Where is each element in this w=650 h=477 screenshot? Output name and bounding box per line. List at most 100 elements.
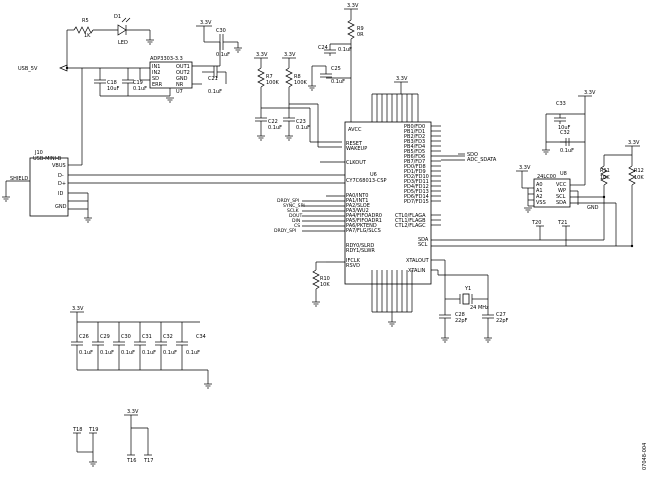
adp-out2: OUT2: [176, 70, 190, 76]
clkout-pin: CLKOUT: [346, 160, 367, 166]
capacitor-c24: C24 0.1uF: [318, 44, 352, 56]
v33-u6-label: 3.3V: [396, 76, 408, 82]
chip-u8: 24LC00 U8 A0 A1 A2 VSS VCC WP SCL SDA: [533, 171, 571, 208]
crystal-y1: Y1 24 MHz: [459, 286, 489, 311]
rsvd-pin: RSVD: [346, 263, 360, 269]
c24-ref: C24: [318, 45, 328, 51]
resistor-r11: R11 10K: [600, 155, 610, 186]
pa5: PA5/FIFOADR1: [346, 218, 382, 224]
c29-value: 0.1uF: [100, 350, 114, 356]
u6-ref: U6: [370, 172, 377, 178]
a1-pin: A1: [536, 188, 543, 194]
led-d1: D1 LED: [114, 14, 150, 46]
wakeup-pin: WAKEUP: [346, 146, 367, 152]
a0-pin: A0: [536, 182, 543, 188]
dm-pin: D-: [58, 173, 64, 179]
gnd-pin: GND: [55, 204, 67, 210]
pa4: PA4/FIFOADR0: [346, 213, 382, 219]
adp-part: ADP3303-3.3: [150, 56, 183, 62]
capacitor-c31: C31 0.1uF: [134, 322, 156, 370]
testpoint-t21: T21: [557, 220, 570, 246]
capacitor-c19: C19 0.1uF: [122, 68, 147, 96]
pd5: PD5/FD13: [404, 189, 429, 195]
adp-nr: NR: [176, 82, 184, 88]
capacitor-c32-bank: C32 0.1uF: [155, 322, 177, 370]
resistor-r12: R12 10K: [628, 155, 644, 186]
c22-ref: C22: [268, 119, 278, 125]
capacitor-c30-bank: C30 0.1uF: [113, 322, 135, 370]
c32-value: 0.1uF: [560, 148, 574, 154]
testpoints-t16-t17: 3.3V T16 T17: [124, 409, 153, 464]
r10-ref: R10: [320, 276, 330, 282]
ground-c27: [484, 337, 492, 343]
v33-caps-label: 3.3V: [72, 306, 84, 312]
v33-r8-label: 3.3V: [284, 52, 296, 58]
ground-u6: [388, 321, 396, 327]
ifclk-pin: IFCLK: [346, 258, 361, 264]
c19-ref: C19: [133, 80, 143, 86]
t16-label: T16: [126, 458, 136, 464]
pa2: PA2/SLOE: [346, 203, 370, 209]
c30b-value: 0.1uF: [121, 350, 135, 356]
c32b-ref: C32: [163, 334, 173, 340]
led-label: LED: [118, 40, 128, 46]
c33-ref: C33: [556, 101, 566, 107]
r9-value: 0R: [357, 32, 364, 38]
pa7: PA7/FLG/SLCS: [346, 228, 381, 234]
id-pin: ID: [58, 191, 63, 197]
c29-ref: C29: [100, 334, 110, 340]
t18-label: T18: [72, 427, 82, 433]
resistor-r9: R9 0R: [347, 19, 364, 40]
resistor-r7: R7 100K: [257, 58, 280, 108]
r9-ref: R9: [357, 26, 364, 32]
v33-r11-label: 3.3V: [628, 140, 640, 146]
c18-value: 10uF: [107, 86, 120, 92]
u8-pkg: 24LC00: [537, 174, 556, 180]
c27-value: 22pF: [496, 318, 509, 324]
capacitor-c29: C29 0.1uF: [92, 322, 114, 370]
net-sync-spi: SYNC_SPI: [283, 203, 305, 209]
c28-ref: C28: [455, 312, 465, 318]
v33-c33-label: 3.3V: [584, 90, 596, 96]
adp-sd: SD: [152, 76, 159, 82]
pa6: PA6/PKTEND: [346, 223, 377, 229]
ground-shield: [2, 196, 10, 202]
c26-value: 0.1uF: [79, 350, 93, 356]
capacitor-c34: C34 0.1uF: [176, 322, 206, 370]
c32b-value: 0.1uF: [163, 350, 177, 356]
t19-label: T19: [88, 427, 98, 433]
ground-c25: [308, 85, 316, 91]
resistor-r10: R10 10K: [312, 269, 330, 302]
pb6: PB6/FD6: [404, 154, 425, 160]
c25-ref: C25: [331, 66, 341, 72]
xtalin-pin: XTALIN: [408, 268, 426, 274]
v33-top-label: 3.3V: [200, 20, 212, 26]
capacitor-bank: C26 0.1uF C29 0.1uF C30 0.1uF C31 0.1uF: [71, 322, 206, 370]
r5-value: 1K: [84, 33, 91, 39]
u6-power-pins: [371, 94, 419, 122]
xtalout-pin: XTALOUT: [406, 258, 430, 264]
connector-j10: J10 USB-MINI-B VBUS D- D+ ID GND: [29, 150, 69, 217]
v33-r7-label: 3.3V: [256, 52, 268, 58]
resistor-r5: R5 1K: [67, 18, 118, 39]
capacitor-c21: C21 0.1uF: [202, 66, 227, 95]
ground-r10: [312, 301, 320, 307]
capacitor-c22: C22 0.1uF: [255, 108, 282, 136]
adp-gnd: GND: [176, 76, 188, 82]
c32-ref: C32: [560, 130, 570, 136]
pb4: PB4/FD4: [404, 144, 425, 150]
sdo-label: SDO: [467, 152, 478, 158]
t17-label: T17: [143, 458, 153, 464]
c23-ref: C23: [296, 119, 306, 125]
c24-value: 0.1uF: [338, 47, 352, 53]
resistor-r8: R8 100K: [285, 58, 308, 104]
c30-value: 0.1uF: [216, 52, 230, 58]
scl-u8-pin: SCL: [556, 194, 566, 200]
y1-ref: Y1: [464, 286, 471, 292]
t20-label: T20: [531, 220, 541, 226]
net-cs: CS: [294, 223, 300, 229]
adc-sdata-label: ADC_SDATA: [467, 157, 497, 163]
usb-5v-port: USB_5V: [18, 64, 68, 72]
c31-value: 0.1uF: [142, 350, 156, 356]
